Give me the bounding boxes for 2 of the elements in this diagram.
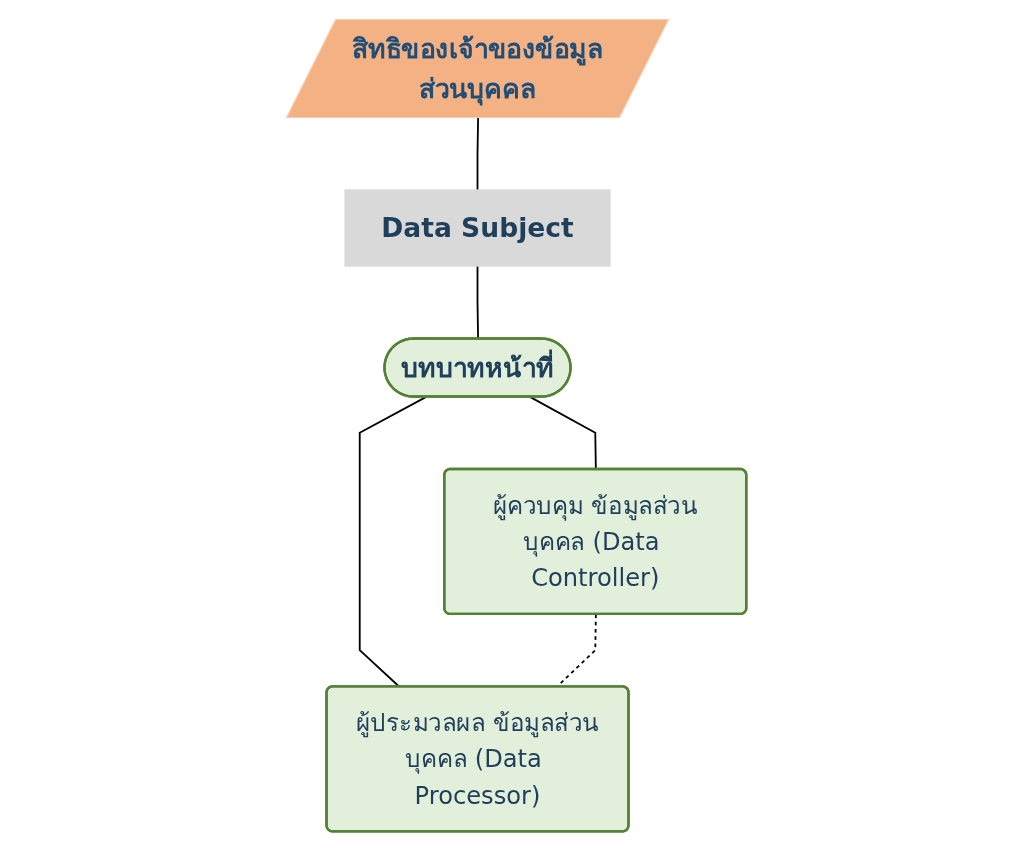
connector xyxy=(476,117,480,191)
node-box: Data Subject xyxy=(344,189,611,267)
